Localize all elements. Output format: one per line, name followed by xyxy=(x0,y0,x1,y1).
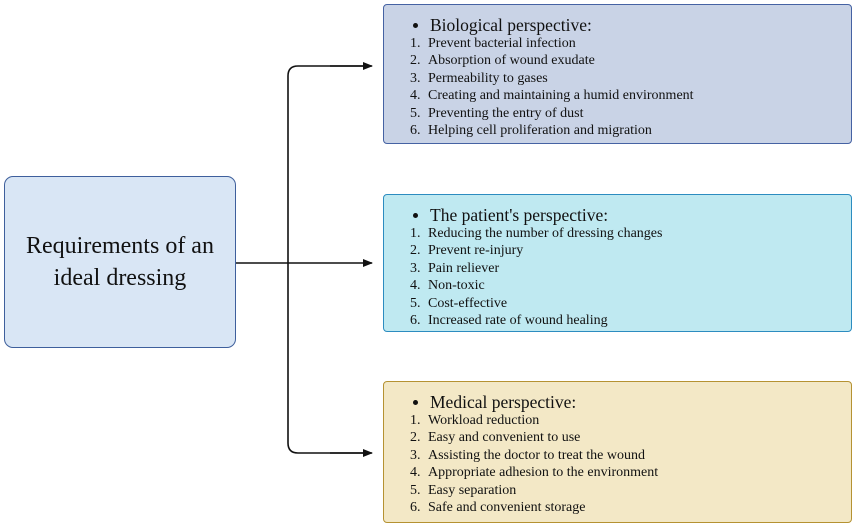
panel-biological: Biological perspective: 1.Prevent bacter… xyxy=(383,4,852,144)
list-item: 1.Prevent bacterial infection xyxy=(410,36,576,51)
list-item: 6.Helping cell proliferation and migrati… xyxy=(410,123,652,139)
list-item: 2.Easy and convenient to use xyxy=(410,430,581,446)
list-item: 3.Pain reliever xyxy=(410,260,500,276)
panel-medical: Medical perspective: 1.Workload reductio… xyxy=(383,381,852,523)
root-title: Requirements of an ideal dressing xyxy=(26,233,214,291)
panel-patient: The patient's perspective: 1.Reducing th… xyxy=(383,194,852,332)
list-item: 5.Preventing the entry of dust xyxy=(410,105,584,121)
list-item: 4.Creating and maintaining a humid envir… xyxy=(410,88,694,104)
bullet-icon xyxy=(413,213,418,218)
list-item: 5.Easy separation xyxy=(410,482,517,498)
bracket-line xyxy=(287,65,370,454)
bullet-icon xyxy=(413,400,418,405)
list-item: 6.Safe and convenient storage xyxy=(410,500,586,516)
panel-title: Biological perspective: xyxy=(413,16,841,35)
list-item: 1.Workload reduction xyxy=(410,413,540,428)
list-item: 5.Cost-effective xyxy=(410,295,508,311)
list-item: 3.Permeability to gases xyxy=(410,70,548,86)
list-item: 3.Assisting the doctor to treat the woun… xyxy=(410,447,645,463)
panel-title: Medical perspective: xyxy=(413,393,841,412)
list-item: 4.Appropriate adhesion to the environmen… xyxy=(410,465,659,481)
list-item: 4.Non-toxic xyxy=(410,278,485,294)
panel-title: The patient's perspective: xyxy=(413,206,841,225)
list-item: 6.Increased rate of wound healing xyxy=(410,313,608,329)
bullet-icon xyxy=(413,23,418,28)
list-item: 2.Prevent re-injury xyxy=(410,243,524,259)
list-item: 1.Reducing the number of dressing change… xyxy=(410,226,663,241)
root-node: Requirements of an ideal dressing xyxy=(4,176,236,348)
list-item: 2.Absorption of wound exudate xyxy=(410,53,595,69)
